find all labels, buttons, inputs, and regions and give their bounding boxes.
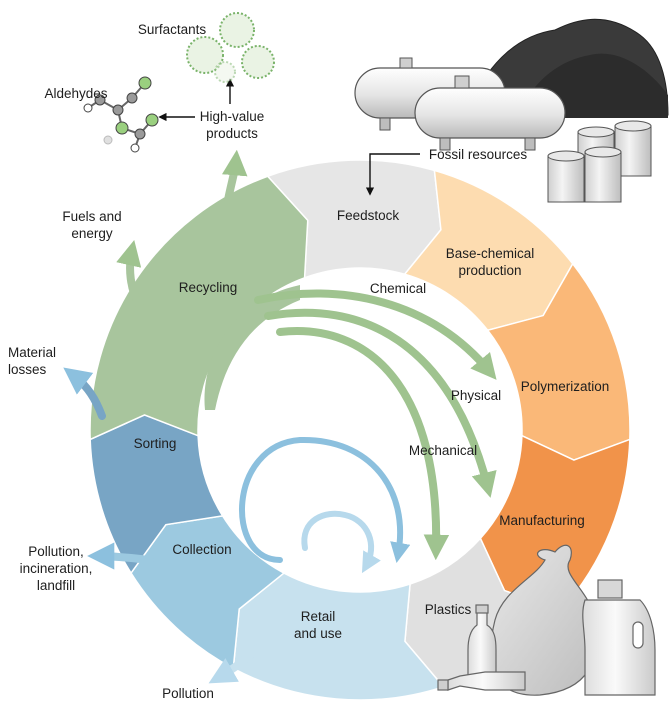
manufacturing-label: Manufacturing xyxy=(499,513,585,528)
recycling-routes xyxy=(254,289,497,561)
base-chemical-label-line1: Base-chemical xyxy=(446,246,535,261)
aldehyde-molecule-illustration xyxy=(83,76,159,153)
detergent-bottle-illustration xyxy=(582,579,656,696)
material-losses-label-line1: Material xyxy=(8,345,56,360)
pollution-label: Pollution xyxy=(162,686,214,701)
retail-label-line1: Retail xyxy=(301,609,336,624)
pollution-arrow xyxy=(208,644,262,684)
fossil-pointer-arrow xyxy=(365,153,420,196)
high-value-label-line1: High-value xyxy=(200,109,265,124)
chemical-route-label: Chemical xyxy=(370,281,426,296)
surfactant-micelles-illustration xyxy=(186,12,275,83)
sorting-label: Sorting xyxy=(134,436,177,451)
oil-barrels-illustration xyxy=(547,120,652,203)
storage-tank-illustration xyxy=(354,57,566,151)
feedstock-label: Feedstock xyxy=(337,208,400,223)
recycling-label: Recycling xyxy=(179,280,238,295)
pollution-landfill-label-line2: incineration, xyxy=(20,561,93,576)
physical-route-label: Physical xyxy=(451,388,501,403)
retail-label-line2: and use xyxy=(294,626,342,641)
outflow-arrows xyxy=(63,149,262,684)
surfactants-label: Surfactants xyxy=(138,22,207,37)
physical-route-arrow xyxy=(264,308,497,498)
mechanical-route-arrow xyxy=(276,327,450,561)
reuse-loop-large xyxy=(239,436,411,564)
high-value-label-line2: products xyxy=(206,126,258,141)
polymerization-label: Polymerization xyxy=(521,379,610,394)
collection-label: Collection xyxy=(172,542,231,557)
material-losses-arrow xyxy=(63,367,106,420)
mechanical-route-label: Mechanical xyxy=(409,443,477,458)
base-chemical-label-line2: production xyxy=(458,263,521,278)
fossil-resources-label: Fossil resources xyxy=(429,147,528,162)
fuels-label-line1: Fuels and xyxy=(62,209,121,224)
fuels-label-line2: energy xyxy=(71,226,113,241)
material-losses-label-line2: losses xyxy=(8,362,47,377)
aldehydes-label: Aldehydes xyxy=(44,86,107,101)
fuels-arrow xyxy=(116,240,144,310)
reuse-loop-small xyxy=(301,510,381,574)
pollution-landfill-label-line1: Pollution, xyxy=(28,544,84,559)
plastic-bottles-illustration xyxy=(437,604,526,691)
chemical-route-arrow xyxy=(254,289,497,380)
pollution-landfill-arrow xyxy=(87,542,154,570)
pollution-landfill-label-line3: landfill xyxy=(37,578,75,593)
reuse-loops xyxy=(239,436,411,574)
high-value-arrow xyxy=(221,149,248,204)
plastics-label: Plastics xyxy=(425,602,472,617)
